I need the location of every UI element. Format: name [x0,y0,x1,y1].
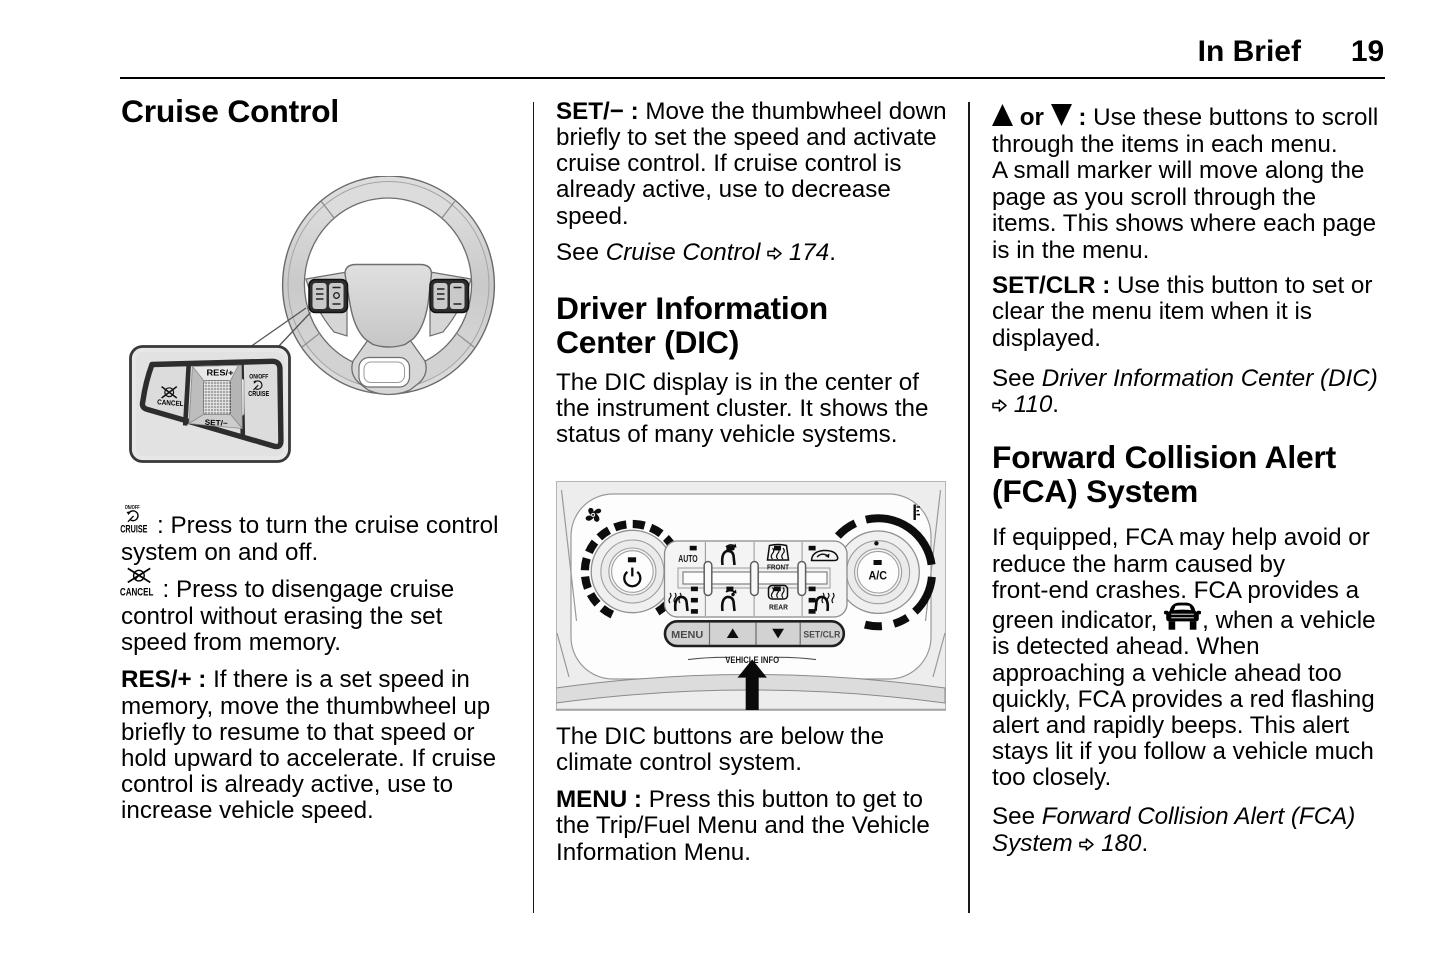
svg-text:CRUISE: CRUISE [248,389,269,398]
svg-text:A/C: A/C [869,569,888,583]
svg-text:ON/OFF: ON/OFF [125,505,140,511]
svg-text:CANCEL: CANCEL [157,397,185,408]
svg-text:AUTO: AUTO [678,554,698,565]
svg-text:REAR: REAR [769,602,788,611]
svg-text:ON/OFF: ON/OFF [249,373,268,380]
svg-text:CRUISE: CRUISE [120,523,147,533]
svg-text:RES/+: RES/+ [207,369,235,378]
svg-text:FRONT: FRONT [767,563,789,572]
svg-text:MENU: MENU [671,629,703,641]
svg-text:CANCEL: CANCEL [119,587,153,598]
svg-text:SET/−: SET/− [204,418,228,428]
svg-text:SET/CLR: SET/CLR [803,630,840,641]
